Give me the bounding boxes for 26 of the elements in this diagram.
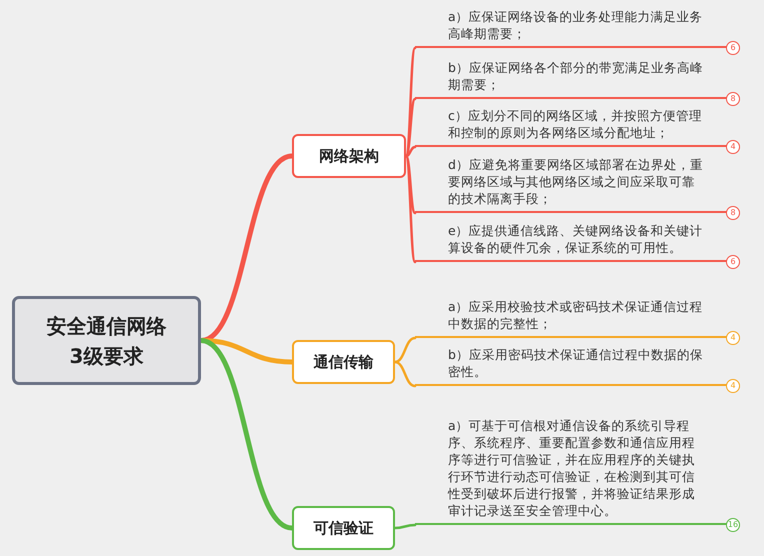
branch-line [394,336,416,364]
item-text: d）应避免将重要网络区域部署在边界处，重要网络区域与其他网络区域之间应采取可靠的技术隔离手段； [415,156,727,213]
number-badge: 4 [726,331,740,345]
number-badge: 4 [726,140,740,154]
branch-line [404,146,416,158]
branch-line [404,154,416,214]
item-text: e）应提供通信线路、关键网络设备和关键计算设备的硬件冗余，保证系统的可用性。 [415,222,727,262]
number-badge: 6 [726,41,740,55]
branch-box: 通信传输 [292,340,395,384]
item-text: a）可基于可信根对通信设备的系统引导程序、系统程序、重要配置参数和通信应用程序等进行可信验证，并在应用程序的关键执行环节进行动态可信验证，在检测到其可信性受到破坏后进行报警，并将验证结果形成审计记录送至安全管理中心。 [415,417,727,525]
number-badge: 8 [726,92,740,106]
item-text: a）应保证网络设备的业务处理能力满足业务高峰期需要； [415,8,727,48]
number-badge: 4 [726,379,740,393]
number-badge: 16 [726,518,740,532]
branch-line [198,338,294,530]
branch-line [394,360,416,388]
item-text: b）应采用密码技术保证通信过程中数据的保密性。 [415,346,727,386]
branch-line [394,524,416,530]
item-text: c）应划分不同的网络区域，并按照方便管理和控制的原则为各网络区域分配地址； [415,107,727,147]
branch-box: 可信验证 [292,506,395,550]
number-badge: 8 [726,206,740,220]
item-text: a）应采用校验技术或密码技术保证通信过程中数据的完整性； [415,298,727,338]
number-badge: 6 [726,255,740,269]
item-text: b）应保证网络各个部分的带宽满足业务高峰期需要； [415,59,727,99]
topic-box: 安全通信网络 3级要求 [12,296,201,385]
branch-box: 网络架构 [292,134,406,178]
